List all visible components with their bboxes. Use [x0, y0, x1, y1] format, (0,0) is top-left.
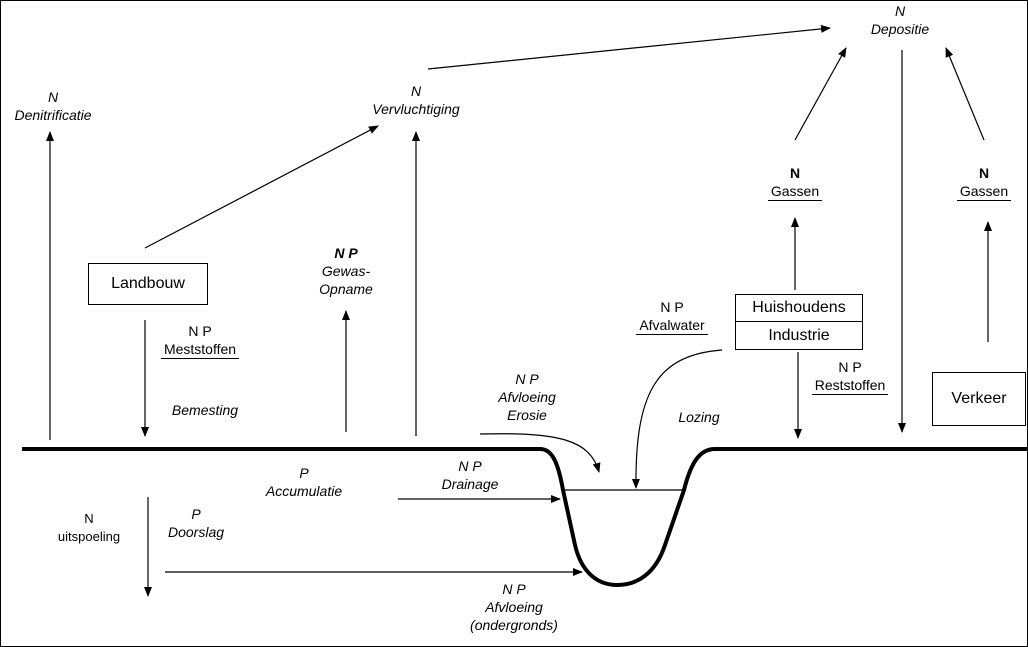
volatilization-text: Vervluchtiging: [372, 101, 460, 117]
runoff-erosion-line1: Afvloeing: [498, 389, 556, 405]
arrow-gases-traffic-to-deposition: [945, 47, 985, 141]
traffic-text: Verkeer: [951, 390, 1007, 407]
wastewater-elements: N P: [660, 299, 684, 315]
breakthrough-label: P Doorslag: [156, 505, 236, 541]
gases-traffic-element: N: [978, 165, 990, 181]
fertilizers-text: Meststoffen: [160, 341, 240, 359]
leaching-label: N uitspoeling: [44, 510, 134, 546]
deposition-label: N Depositie: [850, 2, 950, 38]
crop-uptake-line2: Opname: [319, 281, 373, 297]
gases-traffic-label: N Gassen: [944, 164, 1024, 201]
arrow-agriculture-to-volatilization: [144, 125, 379, 249]
gases-households-text: Gassen: [767, 183, 823, 201]
residuals-elements: N P: [838, 359, 862, 375]
denitrification-label: N Denitrificatie: [0, 88, 106, 124]
wastewater-text: Afvalwater: [636, 317, 708, 335]
agriculture-box: Landbouw: [88, 263, 208, 305]
leaching-text: uitspoeling: [57, 529, 121, 544]
arrow-gases-households-to-deposition: [794, 47, 847, 141]
fertilizers-elements: N P: [188, 323, 212, 339]
arrow-volatilization-to-deposition: [427, 24, 831, 70]
gases-traffic-text: Gassen: [956, 183, 1012, 201]
agriculture-text: Landbouw: [111, 275, 185, 292]
denitrification-element: N: [47, 89, 59, 105]
fertilizers-label: N P Meststoffen: [150, 322, 250, 359]
traffic-box: Verkeer: [932, 372, 1026, 426]
subsurface-runoff-line2: (ondergronds): [470, 617, 558, 633]
wastewater-label: N P Afvalwater: [622, 298, 722, 335]
residuals-text: Reststoffen: [811, 377, 889, 395]
arrow-runoff-erosion: [479, 433, 601, 473]
deposition-element: N: [894, 3, 906, 19]
leaching-element: N: [84, 511, 94, 526]
households-text: Huishoudens: [736, 295, 862, 322]
runoff-erosion-line2: Erosie: [507, 407, 547, 423]
drainage-label: N P Drainage: [430, 457, 510, 493]
drainage-text: Drainage: [441, 476, 499, 492]
gases-households-label: N Gassen: [755, 164, 835, 201]
subsurface-runoff-elements: N P: [502, 581, 526, 597]
accumulation-text: Accumulatie: [265, 483, 343, 499]
volatilization-label: N Vervluchtiging: [356, 82, 476, 118]
denitrification-text: Denitrificatie: [14, 107, 92, 123]
discharge-label: Lozing: [678, 409, 720, 425]
fertilization-label: Bemesting: [171, 402, 239, 418]
runoff-erosion-elements: N P: [515, 371, 539, 387]
breakthrough-element: P: [191, 506, 201, 522]
ground-surface-line: [22, 447, 1028, 588]
subsurface-runoff-label: N P Afvloeing (ondergronds): [454, 580, 574, 634]
deposition-text: Depositie: [870, 21, 930, 37]
breakthrough-text: Doorslag: [167, 524, 225, 540]
drainage-elements: N P: [458, 458, 482, 474]
crop-uptake-elements: N P: [334, 245, 358, 261]
subsurface-runoff-line1: Afvloeing: [485, 599, 543, 615]
gases-households-element: N: [789, 165, 801, 181]
accumulation-label: P Accumulatie: [254, 464, 354, 500]
crop-uptake-label: N P Gewas- Opname: [306, 244, 386, 298]
accumulation-element: P: [299, 465, 309, 481]
industry-text: Industrie: [768, 327, 830, 344]
households-industry-box: Huishoudens Industrie: [735, 294, 863, 350]
residuals-label: N P Reststoffen: [800, 358, 900, 395]
crop-uptake-line1: Gewas-: [321, 263, 371, 279]
volatilization-element: N: [410, 83, 422, 99]
arrow-discharge: [631, 349, 723, 489]
runoff-erosion-label: N P Afvloeing Erosie: [482, 370, 572, 424]
